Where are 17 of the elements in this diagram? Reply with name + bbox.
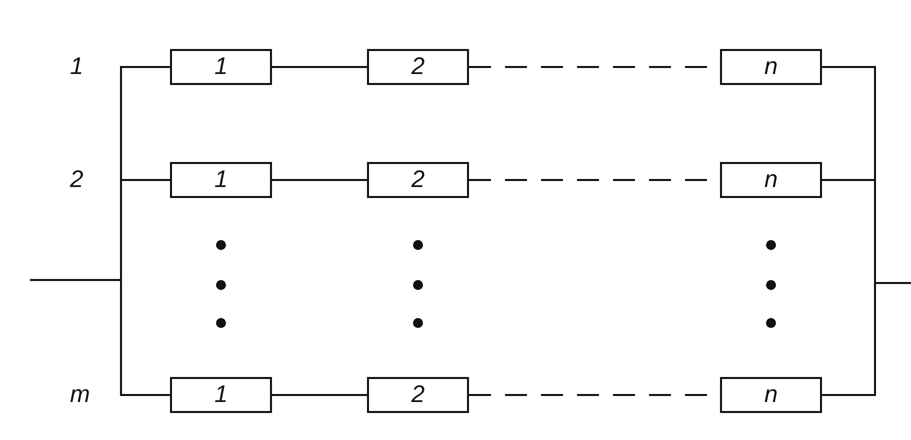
block-box: 2 <box>367 162 469 198</box>
block-box: 1 <box>170 377 272 413</box>
row-label: m <box>70 383 90 407</box>
block-box: 2 <box>367 49 469 85</box>
block-box: n <box>720 162 822 198</box>
connector-line <box>272 179 367 181</box>
block-box: n <box>720 49 822 85</box>
block-box: 2 <box>367 377 469 413</box>
connector-line <box>30 279 170 396</box>
block-box: 1 <box>170 162 272 198</box>
row-label: 1 <box>70 55 84 79</box>
row-label: 2 <box>70 168 84 192</box>
connector-line <box>272 394 367 396</box>
block-box: 1 <box>170 49 272 85</box>
connector-line <box>272 66 367 68</box>
block-box: n <box>720 377 822 413</box>
connector-line <box>822 282 911 396</box>
